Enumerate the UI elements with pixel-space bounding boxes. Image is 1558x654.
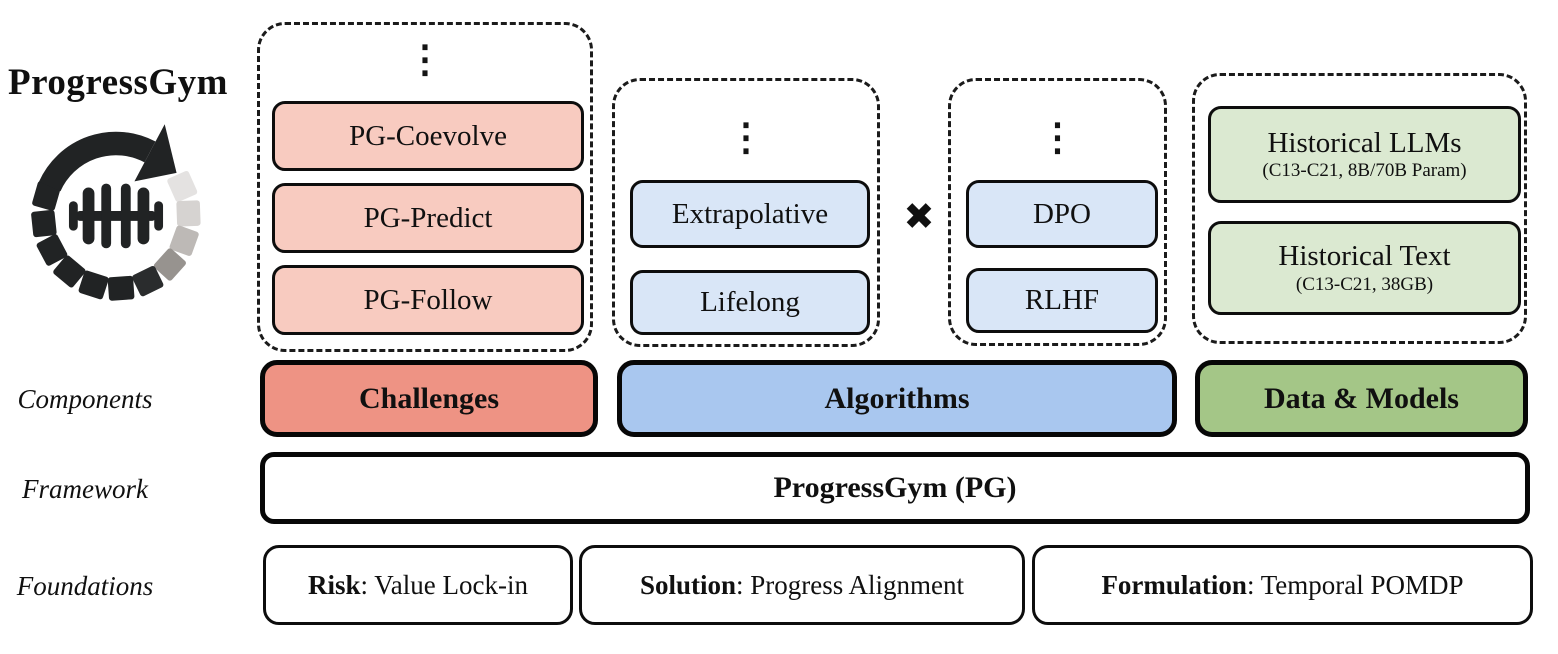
foundation-key: Formulation [1101,569,1247,600]
algorithm-family-lifelong: Lifelong [630,270,870,335]
historical-text-subtitle: (C13-C21, 38GB) [1295,273,1434,295]
foundation-key: Risk [308,569,361,600]
framework-bar-title: ProgressGym (PG) [773,471,1017,504]
foundation-value: : Progress Alignment [736,569,965,600]
foundations-row-label: Foundations [16,571,154,601]
framework-bar-progressgym: ProgressGym (PG) [260,452,1530,524]
algorithm-method-label: RLHF [1024,284,1100,316]
components-bar-label: Algorithms [824,381,970,415]
data-models-group: Historical LLMs (C13-C21, 8B/70B Param) … [1192,73,1527,344]
historical-llms-subtitle: (C13-C21, 8B/70B Param) [1262,160,1467,182]
more-items-ellipsis-icon: ⋮ [406,39,444,81]
algorithm-family-extrapolative: Extrapolative [630,180,870,248]
challenge-pg-coevolve: PG-Coevolve [272,101,584,171]
foundation-risk-box: Risk: Value Lock-in [263,545,573,625]
historical-text-box: Historical Text (C13-C21, 38GB) [1208,221,1521,315]
progress-ring-segments [31,170,201,301]
more-items-ellipsis-icon: ⋮ [727,117,765,159]
challenge-label: PG-Follow [363,283,493,316]
components-bar-challenges: Challenges [260,360,598,437]
algorithm-method-dpo: DPO [966,180,1158,248]
components-bar-algorithms: Algorithms [617,360,1177,437]
challenges-group: ⋮ PG-Coevolve PG-Predict PG-Follow [257,22,593,352]
algorithm-family-label: Lifelong [700,286,800,318]
algorithm-families-group: ⋮ Extrapolative Lifelong [612,78,880,347]
algorithm-method-label: DPO [1032,197,1091,230]
historical-text-title: Historical Text [1278,240,1451,273]
more-items-ellipsis-icon: ⋮ [1038,117,1077,159]
components-bar-data-models: Data & Models [1195,360,1528,437]
challenge-label: PG-Coevolve [349,119,507,152]
components-bar-label: Data & Models [1264,381,1459,415]
progressgym-wordmark: ProgressGym [8,62,228,103]
foundation-value: : Temporal POMDP [1246,569,1464,600]
challenge-pg-predict: PG-Predict [272,183,584,253]
algorithm-method-rlhf: RLHF [966,268,1158,333]
foundation-key: Solution [639,569,737,600]
challenge-pg-follow: PG-Follow [272,265,584,335]
challenge-label: PG-Predict [363,201,493,234]
cross-product-operator: ✖ [903,195,935,238]
historical-llms-box: Historical LLMs (C13-C21, 8B/70B Param) [1208,106,1521,203]
algorithm-methods-group: ⋮ DPO RLHF [948,78,1167,346]
framework-row-label: Framework [22,474,148,504]
cycle-arrow-icon [39,124,177,192]
foundation-value: : Value Lock-in [360,569,528,600]
foundation-solution-box: Solution: Progress Alignment [579,545,1025,625]
dumbbell-icon [68,183,164,249]
components-bar-label: Challenges [358,381,499,415]
foundation-formulation-box: Formulation: Temporal POMDP [1032,545,1533,625]
components-row-label: Components [17,384,153,414]
algorithm-family-label: Extrapolative [671,197,829,230]
historical-llms-title: Historical LLMs [1267,126,1462,159]
progressgym-logo-icon [31,124,201,301]
